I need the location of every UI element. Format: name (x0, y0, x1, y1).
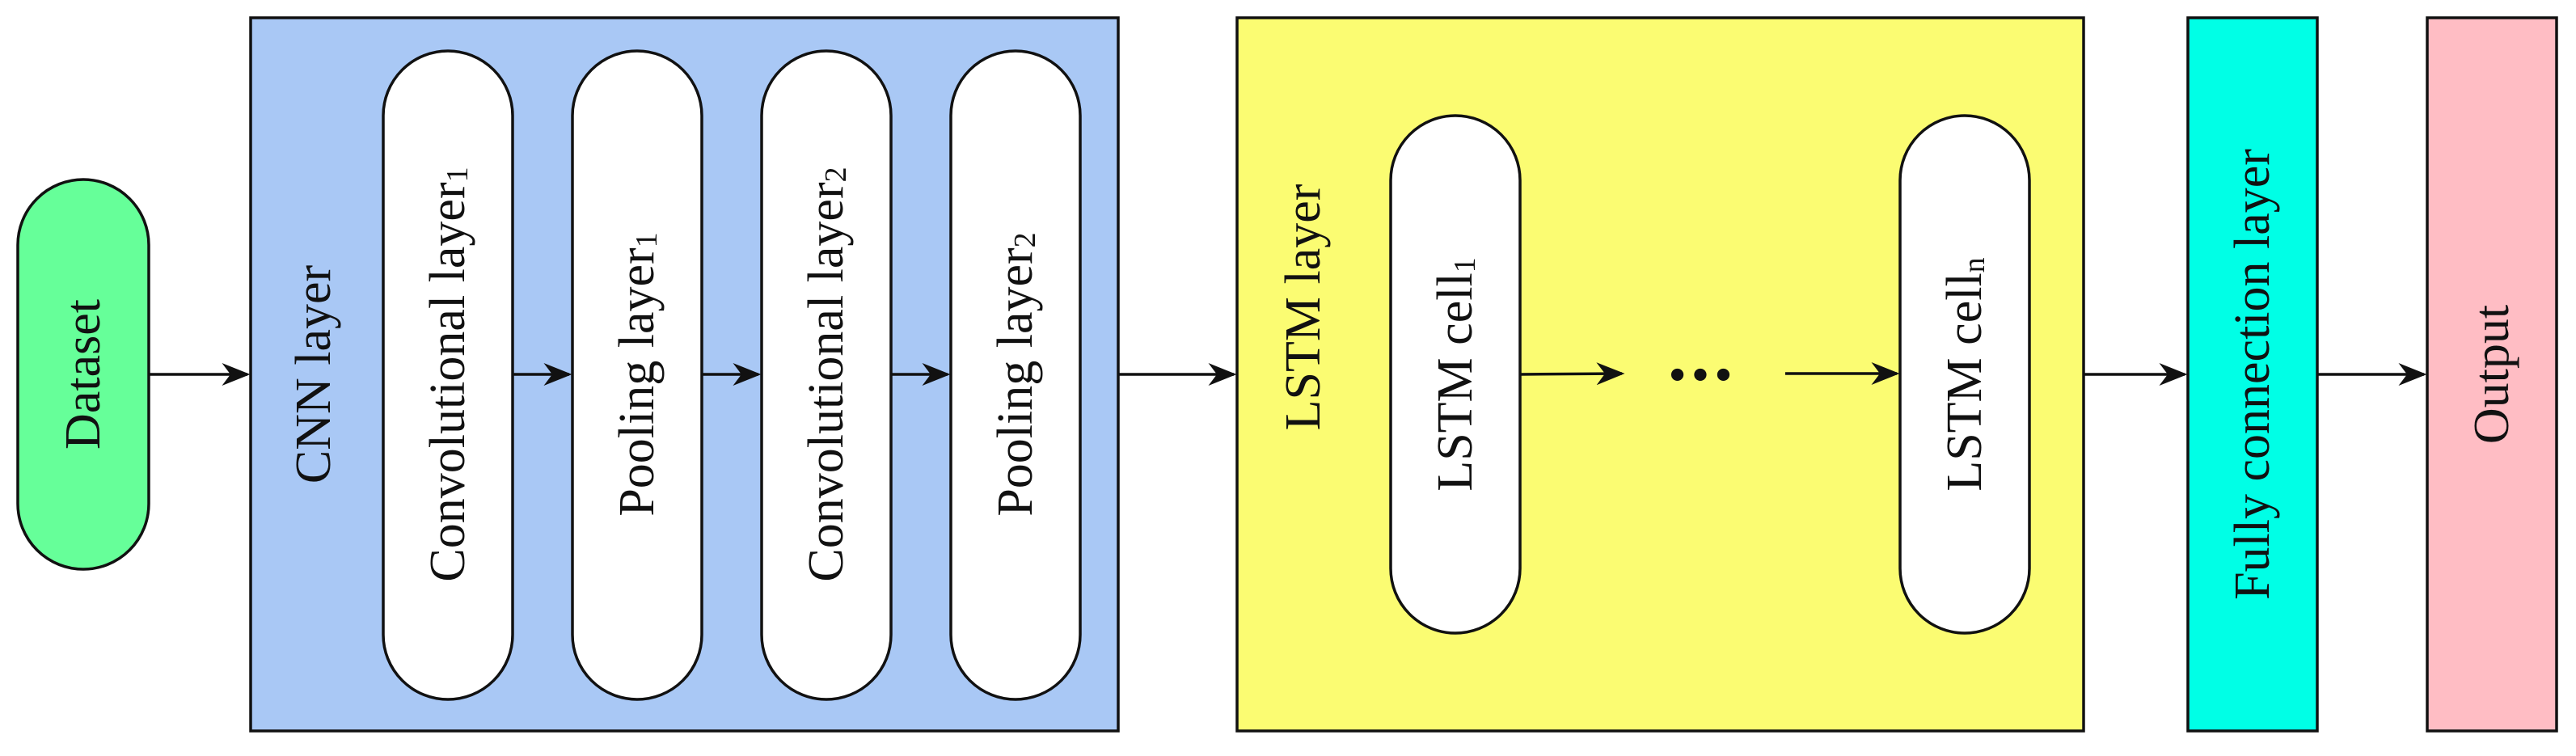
cnn-layer-label: CNN layer (286, 264, 341, 484)
cnn-sublayer-name: Convolutional layer (420, 182, 475, 582)
dataset-label: Dataset (56, 299, 111, 450)
cnn-sublayer-label: Convolutional layer2 (799, 167, 854, 581)
fully-connection-layer-block: Fully connection layer (2186, 16, 2319, 733)
cnn-sublayer-subscript: 1 (441, 167, 475, 182)
lstm-cell: LSTM celln (1898, 114, 2031, 635)
fully-connection-layer-label: Fully connection layer (2225, 149, 2280, 600)
lstm-cell-label: LSTM cell1 (1428, 257, 1483, 491)
cnn-sublayer: Convolutional layer2 (760, 49, 893, 701)
lstm-layer-label: LSTM layer (1276, 184, 1331, 430)
cnn-sublayer-subscript: 1 (630, 232, 664, 247)
cnn-sublayer-label: Pooling layer1 (610, 232, 665, 516)
cnn-sublayer: Pooling layer2 (949, 49, 1082, 701)
cnn-sublayer-name: Convolutional layer (799, 182, 854, 582)
cnn-layer-block: CNN layer Convolutional layer1 Pooling l… (249, 16, 1120, 733)
lstm-cell-subscript: 1 (1448, 257, 1482, 272)
cnn-sublayer: Convolutional layer1 (382, 49, 514, 701)
output-label: Output (2464, 305, 2519, 444)
cnn-sublayer: Pooling layer1 (571, 49, 703, 701)
lstm-cell-name: LSTM cell (1428, 272, 1483, 491)
output-block: Output (2426, 16, 2558, 733)
cnn-sublayer-label: Convolutional layer1 (420, 167, 475, 581)
cnn-sublayer-subscript: 2 (819, 167, 853, 182)
cnn-sublayer-subscript: 2 (1008, 232, 1042, 247)
lstm-cell-subscript: n (1957, 257, 1991, 272)
cnn-sublayer-name: Pooling layer (610, 247, 665, 517)
lstm-cell: LSTM cell1 (1389, 114, 1522, 635)
lstm-cell-label: LSTM celln (1937, 257, 1992, 491)
lstm-cell-name: LSTM cell (1937, 272, 1992, 491)
dataset-node: Dataset (16, 178, 150, 571)
ellipsis: ••• (1668, 346, 1737, 403)
cnn-sublayer-name: Pooling layer (988, 247, 1043, 517)
cnn-sublayer-label: Pooling layer2 (988, 232, 1043, 516)
lstm-layer-block: LSTM layer LSTM cell1 ••• LSTM celln (1235, 16, 2085, 733)
